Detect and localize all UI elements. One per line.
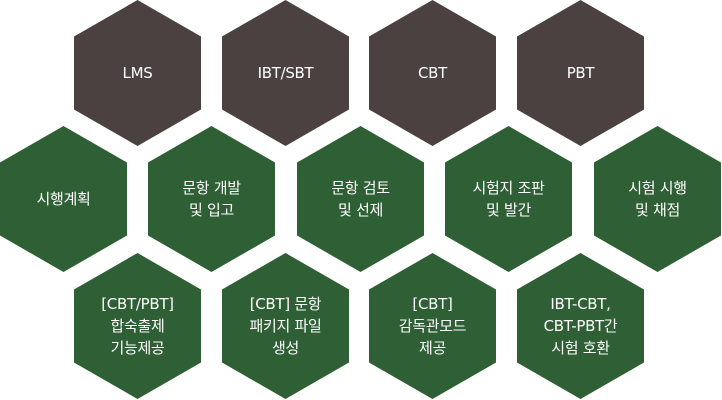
hex-platform-ibt-sbt: IBT/SBT [222,0,349,146]
hex-process-item-review: 문항 검토 및 선제 [297,126,424,272]
hex-label: 및 입고 [189,201,234,219]
hex-process-paper-publish: 시험지 조판 및 발간 [445,126,572,272]
hex-label: 기능제공 [110,339,165,357]
hex-label: [CBT] 문항 [249,295,322,313]
hex-label: CBT [417,64,448,82]
hex-label: 및 발간 [486,201,531,219]
hex-process-plan: 시행계획 [0,126,127,272]
hex-label: 시험지 조판 [472,179,545,197]
hex-label: [CBT/PBT] [101,295,174,313]
hex-platform-pbt: PBT [517,0,644,146]
hex-label: LMS [122,64,153,82]
hex-platform-lms: LMS [74,0,201,146]
hex-process-item-development: 문항 개발 및 입고 [148,126,275,272]
hex-label: 및 선제 [338,201,383,219]
hex-label: 문항 검토 [331,179,390,197]
hex-label: CBT-PBT간 [543,317,618,335]
hex-label: PBT [566,64,595,82]
hex-label: 감독관모드 [398,317,467,335]
hex-feature-package-file: [CBT] 문항 패키지 파일 생성 [222,253,349,399]
hex-label: 시험 시행 [628,179,687,197]
hex-label: 시행계획 [36,190,91,208]
hex-label: 패키지 파일 [249,317,322,335]
hex-process-exam-scoring: 시험 시행 및 채점 [594,126,721,272]
hex-label: [CBT] [412,295,453,313]
hex-label: 합숙출제 [110,317,165,335]
hex-feature-residential-authoring: [CBT/PBT] 합숙출제 기능제공 [74,253,201,399]
hex-label: 생성 [271,339,299,357]
hex-feature-exam-compatibility: IBT-CBT, CBT-PBT간 시험 호환 [517,253,644,399]
hex-label: IBT/SBT [257,64,314,82]
hex-feature-proctor-mode: [CBT] 감독관모드 제공 [369,253,496,399]
hex-label: IBT-CBT, [550,295,611,313]
hex-label: 시험 호환 [551,339,610,357]
hex-label: 문항 개발 [182,179,241,197]
hex-label: 및 채점 [635,201,680,219]
hex-label: 제공 [418,339,446,357]
hex-platform-cbt: CBT [369,0,496,146]
